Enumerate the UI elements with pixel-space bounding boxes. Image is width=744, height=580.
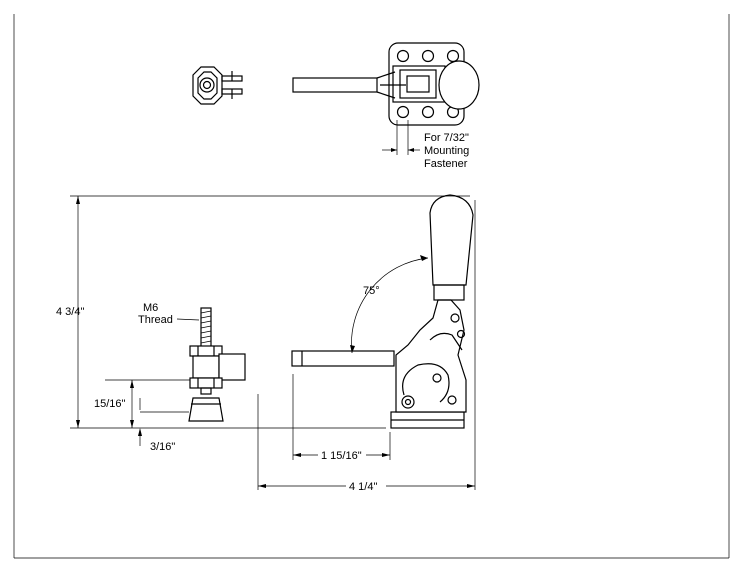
mounting-note-line2: Mounting [424,145,469,157]
sheet-border [13,14,730,559]
thread-label-line1: M6 [143,302,158,314]
dimension-lines [70,195,476,490]
end-view [192,66,243,105]
dim-spindle-height: 15/16" [94,398,126,410]
dim-base-thickness: 3/16" [150,441,175,453]
mounting-note-line3: Fastener [424,158,468,170]
mounting-note-line1: For 7/32" [424,132,469,144]
dim-bar-length: 1 15/16" [321,450,362,462]
top-view [292,42,480,155]
thread-leader [176,318,200,321]
spindle-assembly [188,307,246,422]
side-view [291,194,474,429]
dim-overall-height: 4 3/4" [56,306,84,318]
angle-label: 75° [363,285,380,297]
thread-label-line2: Thread [138,314,173,326]
dim-overall-length: 4 1/4" [349,481,377,493]
